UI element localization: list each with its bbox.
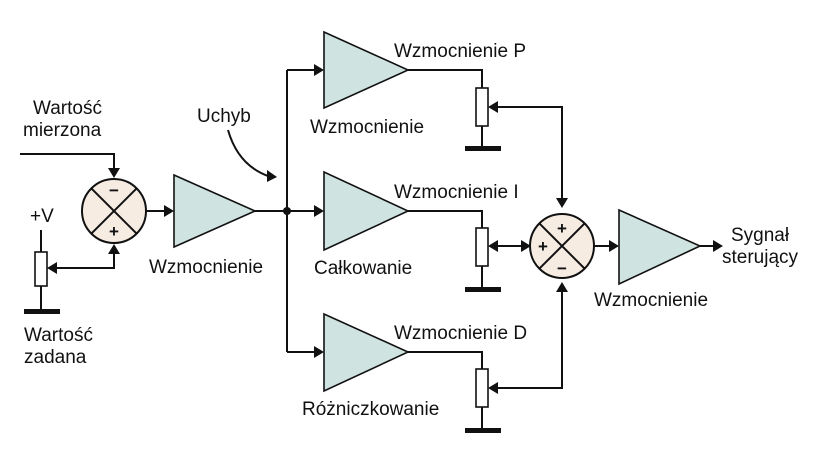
error-pointer: [227, 129, 269, 177]
measured-arrow: [108, 168, 120, 178]
setpoint-label-line2: zadana: [24, 347, 87, 368]
output-label-line1: Sygnał: [731, 225, 790, 246]
output-label-line2: sterujący: [722, 247, 799, 268]
measured-label-line1: Wartość: [33, 98, 102, 119]
input-amp-label: Wzmocnienie: [149, 257, 263, 278]
out-sum-bottom-minus: −: [557, 259, 567, 278]
d-amp-label: Różniczkowanie: [302, 399, 439, 420]
setpoint-ground: [24, 309, 60, 314]
setpoint-potentiometer: [34, 251, 48, 287]
d-potentiometer: [475, 368, 489, 408]
d-wiper-wire: [497, 292, 563, 389]
i-gain-label: Wzmocnienie I: [394, 182, 519, 203]
d-gain-label: Wzmocnienie D: [394, 323, 527, 344]
input-sum-minus: −: [109, 181, 119, 200]
error-label: Uchyb: [197, 106, 251, 127]
output-amp-label: Wzmocnienie: [594, 290, 708, 311]
p-amplifier: [323, 30, 410, 110]
i-amp-label: Całkowanie: [314, 258, 412, 279]
p-gain-label: Wzmocnienie P: [394, 41, 526, 62]
i-ground: [465, 287, 501, 292]
setpoint-wiper-arrow: [47, 262, 57, 274]
setpoint-wiper-wire: [56, 252, 115, 269]
p-wiper-wire: [497, 106, 563, 200]
out-sum-top-plus: +: [557, 219, 567, 238]
input-amplifier: [173, 173, 257, 249]
out-sum-left-plus: +: [538, 237, 548, 256]
supply-label: +V: [30, 206, 54, 227]
setpoint-to-sum-arrow: [108, 244, 120, 254]
d-amplifier: [323, 312, 410, 393]
i-amplifier: [323, 170, 410, 252]
i-potentiometer: [475, 227, 489, 267]
setpoint-label-line1: Wartość: [24, 325, 93, 346]
p-potentiometer: [475, 87, 489, 127]
input-sum-plus: +: [109, 222, 119, 241]
p-ground: [465, 146, 501, 151]
output-summing-junction: [529, 213, 595, 279]
output-amplifier: [618, 208, 702, 286]
d-ground: [465, 428, 501, 433]
measured-value-wire: [20, 153, 115, 170]
p-amp-label: Wzmocnienie: [310, 117, 424, 138]
measured-label-line2: mierzona: [23, 120, 102, 141]
